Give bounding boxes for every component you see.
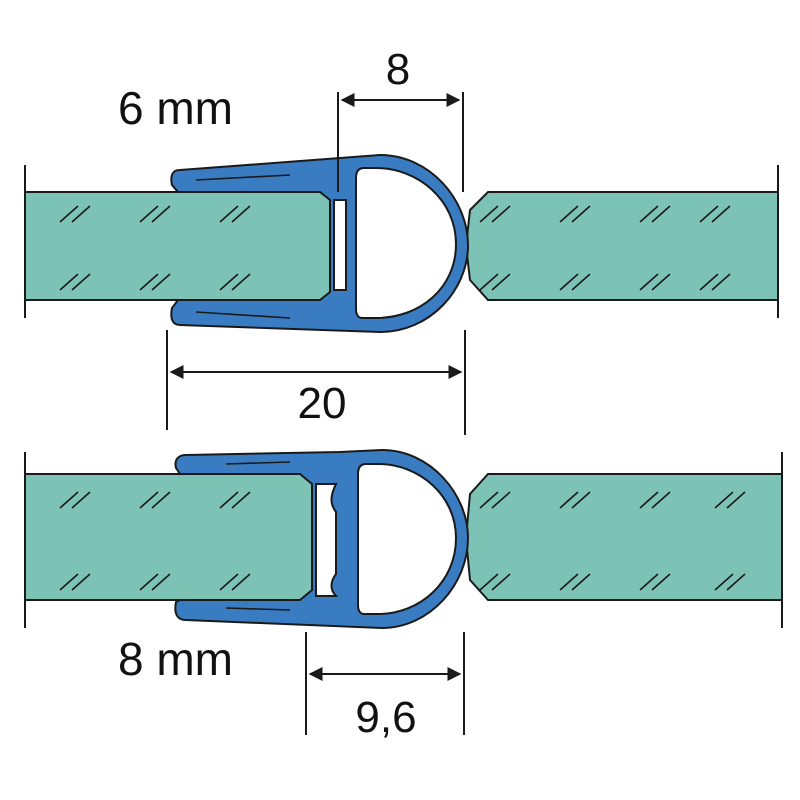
bottom-width-label: 9,6 (355, 693, 416, 742)
bottom-seal-profile (174, 448, 470, 630)
top-right-glass-pane (464, 165, 779, 318)
top-width-dimension: 8 (337, 45, 464, 192)
top-thickness-label: 6 mm (118, 82, 233, 134)
bottom-assembly: 8 mm 9,6 (24, 448, 783, 742)
top-total-label: 20 (298, 379, 347, 428)
bottom-width-dimension: 9,6 (305, 632, 465, 742)
top-width-label: 8 (386, 45, 410, 94)
top-total-dimension: 20 (166, 330, 466, 435)
top-assembly: 8 6 mm 20 (24, 45, 779, 435)
bottom-right-glass-pane (464, 452, 783, 628)
bottom-thickness-label: 8 mm (118, 633, 233, 685)
top-seal-profile (170, 153, 470, 334)
